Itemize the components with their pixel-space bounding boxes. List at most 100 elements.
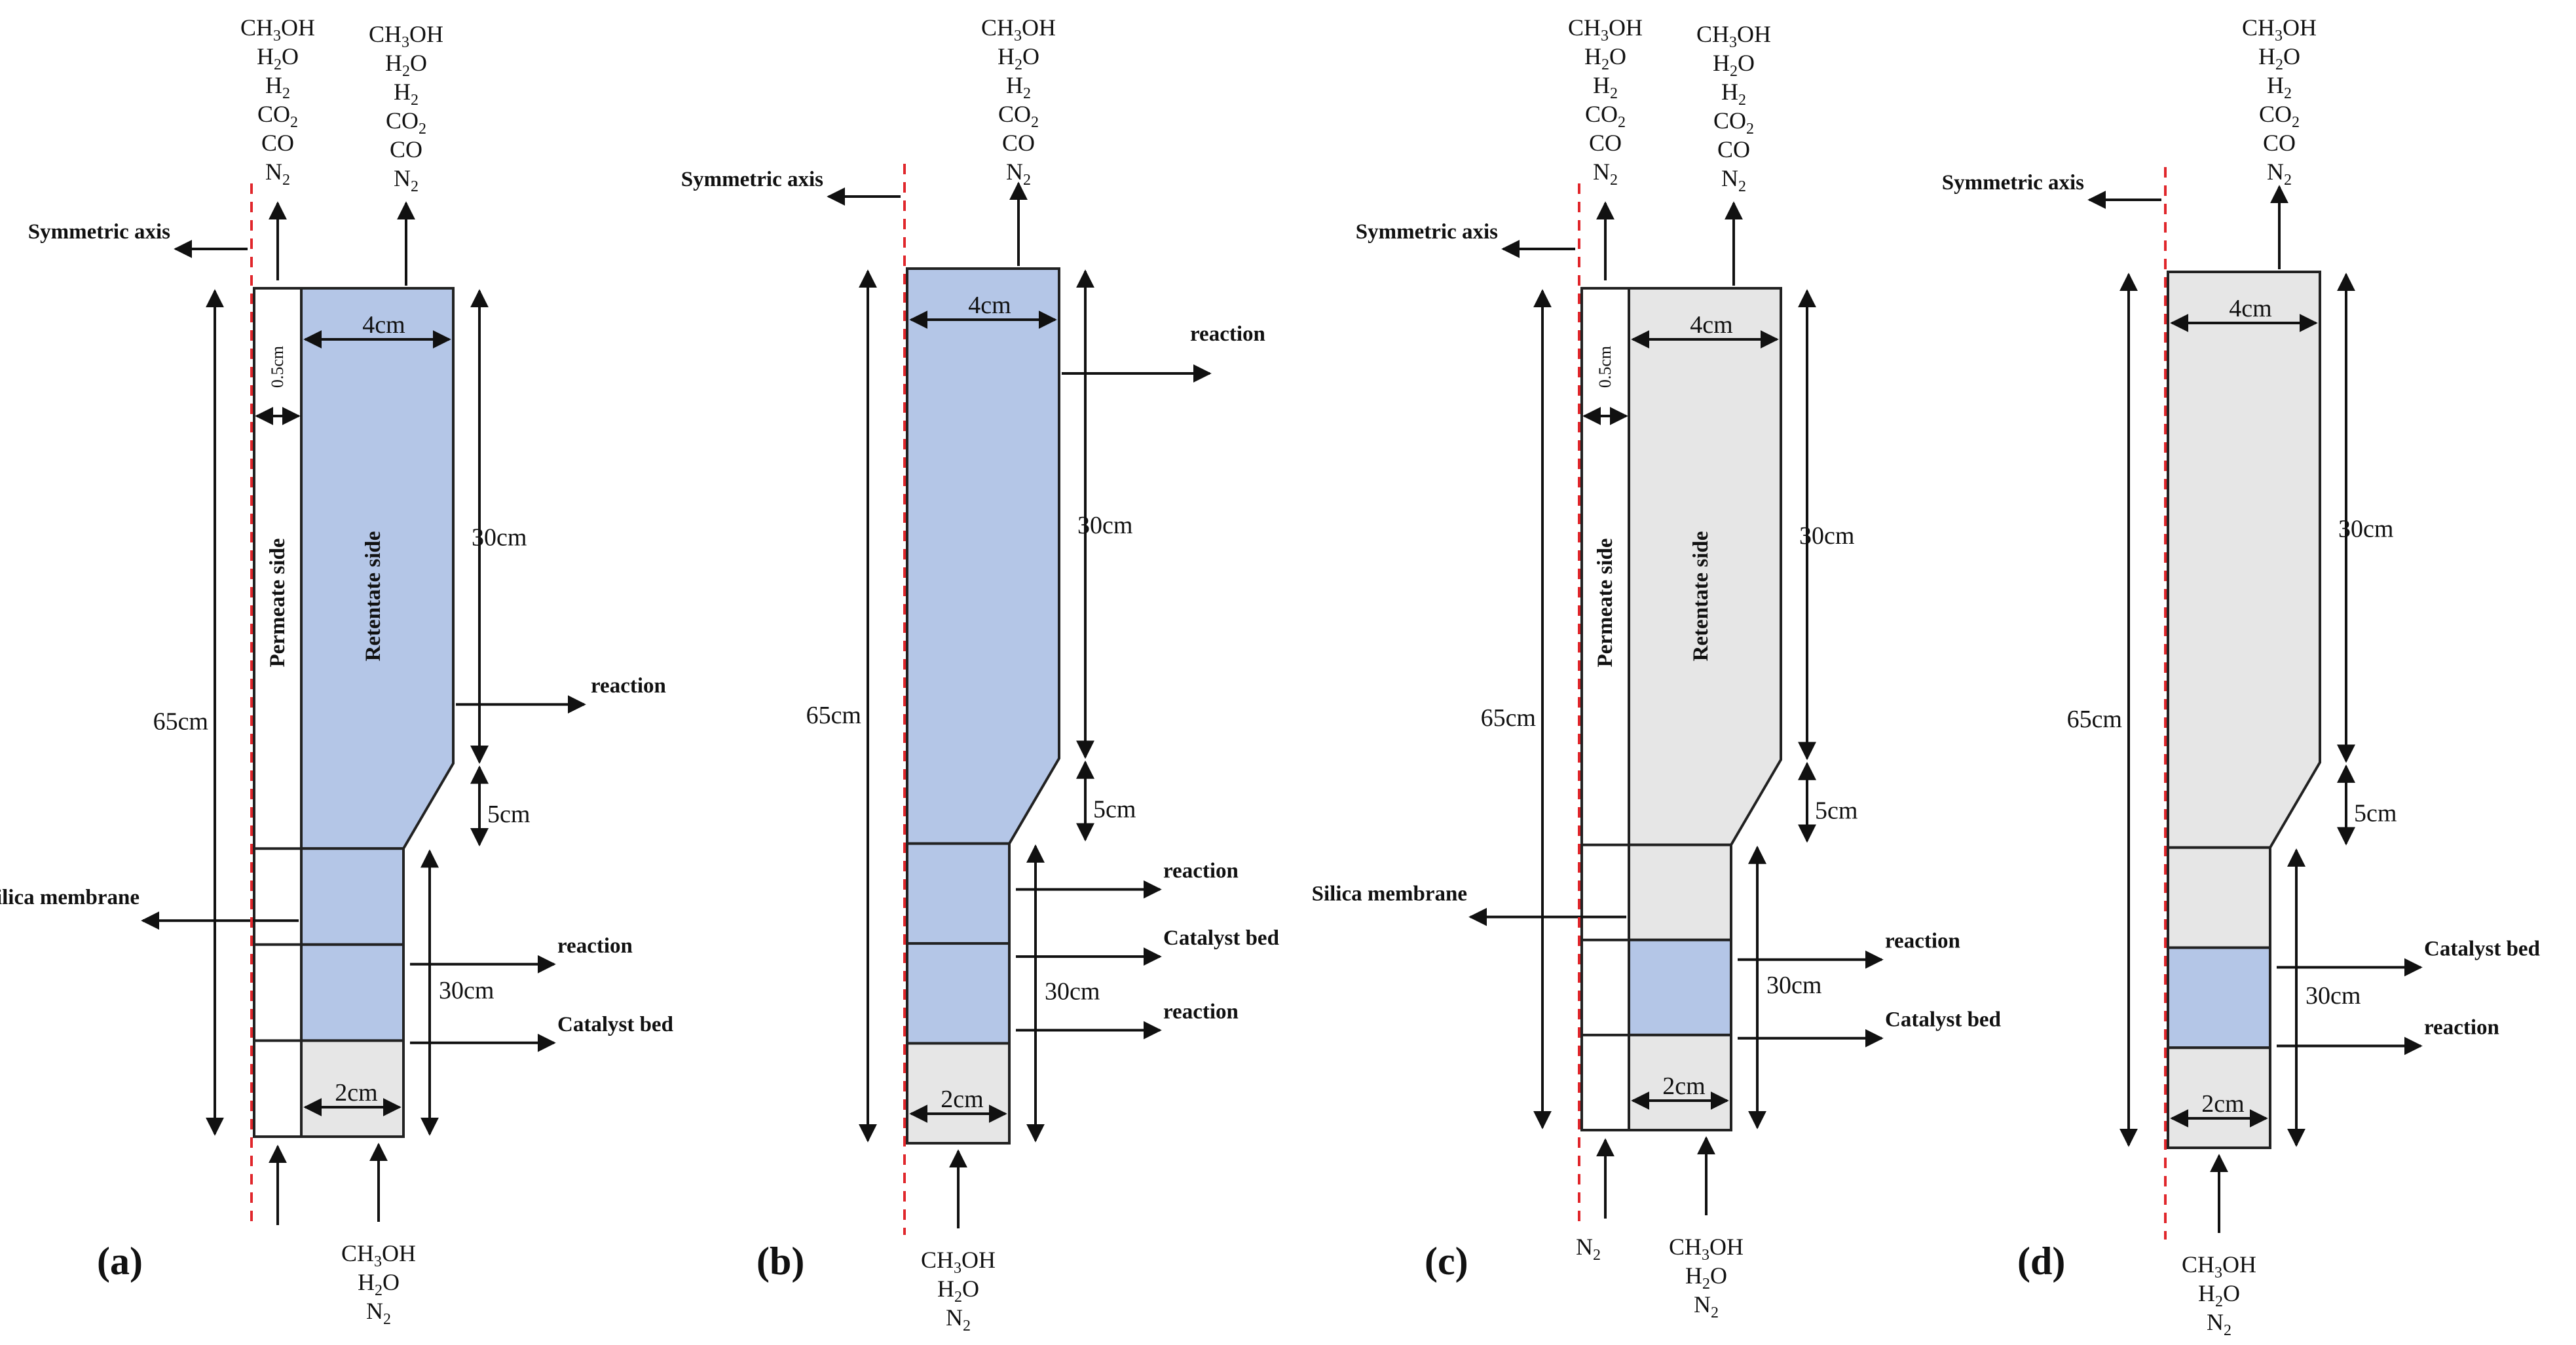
retentate-outlet-co2: CO2​ [386, 107, 426, 138]
panel-label: (d) [2017, 1240, 2065, 1283]
retentate-outlet-ch3oh: CH3​OH [981, 14, 1056, 45]
top-section-label: 30cm [1799, 522, 1854, 550]
retentate-side-label: Retentate side [362, 531, 385, 662]
permeate-outlet-n2: N2​ [1593, 159, 1618, 189]
retentate-side-label: Retentate side [1689, 531, 1713, 662]
retentate-outlet-n2: N2​ [1721, 165, 1746, 195]
feed-h2o: H2​O [937, 1276, 979, 1306]
feed-h2o: H2​O [1685, 1262, 1727, 1293]
retentate-outlet-ch3oh: CH3​OH [369, 21, 443, 51]
bed-section-label: 30cm [1766, 972, 1821, 999]
sweep-species-n2: N2​ [1576, 1234, 1601, 1264]
silica-membrane-label: Silica membrane [1312, 882, 1467, 906]
retentate-outlet-h2o: H2​O [385, 50, 427, 80]
permeate-outlet-co2: CO2​ [257, 101, 298, 131]
silica-membrane-label: Silica membrane [0, 886, 140, 909]
total-height-label: 65cm [806, 702, 861, 729]
symmetric-axis-label: Symmetric axis [1942, 171, 2084, 195]
taper-label: 5cm [487, 801, 530, 828]
permeate-outlet-ch3oh: CH3​OH [240, 14, 315, 45]
panel-label: (b) [756, 1240, 804, 1283]
bottom-width-label: 2cm [335, 1079, 377, 1107]
retentate-outlet-h2: H2​ [1006, 72, 1031, 102]
retentate-outlet-co: CO [1002, 130, 1035, 156]
retentate-outlet-co: CO [2263, 130, 2296, 156]
permeate-channel [253, 287, 303, 1138]
feed-n2: N2​ [1694, 1291, 1719, 1321]
retentate-outlet-h2o: H2​O [2258, 43, 2300, 73]
feed-ch3oh: CH3​OH [1669, 1234, 1744, 1264]
bottom-width-label: 2cm [2201, 1090, 2244, 1118]
top-section-label: 30cm [2338, 515, 2393, 542]
retentate-outlet-co: CO [1717, 136, 1750, 162]
feed-h2o: H2​O [2198, 1280, 2240, 1310]
permeate-outlet-co: CO [1589, 130, 1622, 156]
total-height-label: 65cm [2067, 706, 2122, 733]
permeate-outlet-h2o: H2​O [1584, 43, 1626, 73]
top-width-label: 4cm [362, 311, 405, 339]
retentate-upper-section [906, 267, 1060, 845]
reaction-mid-label: reaction [557, 934, 633, 958]
bottom-width-label: 2cm [1662, 1072, 1705, 1100]
feed-ch3oh: CH3​OH [921, 1247, 996, 1277]
reaction-top-label: reaction [1190, 322, 1265, 346]
bed-section-label: 30cm [1045, 977, 1100, 1005]
symmetric-axis-label: Symmetric axis [681, 168, 823, 191]
catalyst-bed-label: Catalyst bed [1163, 926, 1279, 950]
catalyst-bed-label: Catalyst bed [557, 1013, 673, 1036]
taper-label: 5cm [2354, 800, 2397, 827]
reaction-low-label: reaction [2424, 1015, 2499, 1039]
bed-section-3 [906, 1042, 1011, 1145]
permeate-outlet-h2: H2​ [265, 72, 290, 102]
reaction-mid-label: reaction [1885, 930, 1960, 953]
retentate-outlet-co2: CO2​ [998, 101, 1039, 131]
membrane-gap-label: 0.5cm [1596, 346, 1615, 388]
taper-label: 5cm [1815, 797, 1857, 825]
retentate-outlet-n2: N2​ [1006, 159, 1031, 189]
bed-section-3 [300, 1039, 405, 1139]
bed-section-2 [2167, 946, 2271, 1050]
retentate-outlet-co: CO [390, 136, 422, 162]
retentate-upper-section [2167, 271, 2321, 849]
retentate-outlet-ch3oh: CH3​OH [1696, 21, 1771, 51]
retentate-outlet-h2: H2​ [1721, 79, 1746, 109]
feed-n2: N2​ [946, 1304, 971, 1335]
bed-section-2 [1628, 938, 1732, 1036]
reaction-mid-label: reaction [1163, 860, 1239, 883]
panel-b: Symmetric axisCH3​OHH2​OH2​CO2​CON2​CH3​… [681, 14, 1279, 1335]
panel-label: (a) [97, 1240, 143, 1283]
bed-section-1 [300, 847, 405, 946]
permeate-side-label: Permeate side [266, 539, 289, 668]
permeate-outlet-co: CO [261, 130, 294, 156]
taper-label: 5cm [1093, 796, 1136, 824]
bed-section-label: 30cm [2305, 982, 2361, 1010]
permeate-channel [1580, 287, 1630, 1131]
retentate-outlet-h2o: H2​O [998, 43, 1039, 73]
retentate-outlet-co2: CO2​ [1713, 107, 1754, 138]
permeate-outlet-co2: CO2​ [1585, 101, 1626, 131]
retentate-outlet-h2: H2​ [2267, 72, 2292, 102]
top-width-label: 4cm [2229, 295, 2271, 322]
permeate-outlet-ch3oh: CH3​OH [1568, 14, 1643, 45]
bed-section-3 [1628, 1033, 1732, 1132]
panel-label: (c) [1425, 1240, 1468, 1283]
retentate-outlet-h2o: H2​O [1713, 50, 1755, 80]
top-section-label: 30cm [472, 524, 527, 552]
top-width-label: 4cm [968, 292, 1011, 319]
bottom-width-label: 2cm [941, 1086, 983, 1113]
permeate-outlet-n2: N2​ [265, 159, 290, 189]
feed-n2: N2​ [366, 1298, 391, 1328]
reaction-top-label: reaction [591, 674, 666, 698]
top-section-label: 30cm [1077, 512, 1132, 539]
bed-section-1 [906, 842, 1011, 945]
symmetric-axis-label: Symmetric axis [1356, 220, 1498, 244]
catalyst-bed-label: Catalyst bed [1885, 1008, 2001, 1032]
bed-section-label: 30cm [439, 977, 494, 1004]
total-height-label: 65cm [153, 708, 208, 735]
feed-n2: N2​ [2207, 1309, 2231, 1339]
symmetric-axis-label: Symmetric axis [28, 220, 170, 244]
retentate-outlet-h2: H2​ [394, 79, 419, 109]
